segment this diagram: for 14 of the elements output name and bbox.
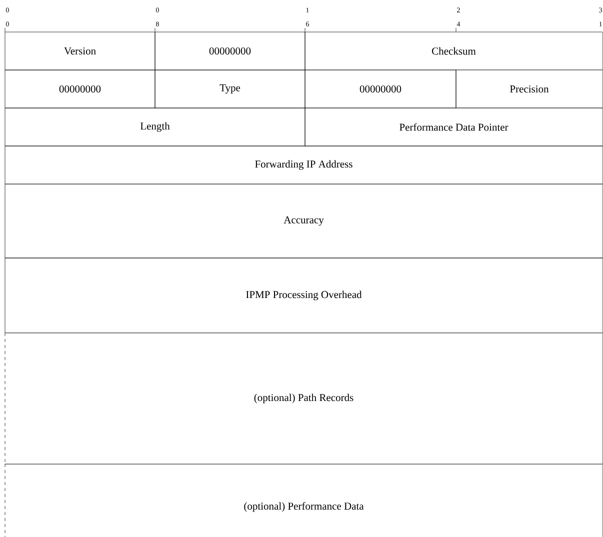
- field-box: 00000000: [154, 32, 306, 70]
- field-box: Checksum: [304, 32, 603, 70]
- field-box: IPMP Processing Overhead: [4, 258, 603, 334]
- field-box: 00000000: [304, 70, 456, 108]
- field-box: (optional) Path Records: [4, 332, 603, 464]
- field-box: Performance Data Pointer: [304, 108, 603, 146]
- field-box: Precision: [456, 70, 603, 108]
- field-box: Length: [4, 108, 306, 146]
- field-box: Type: [154, 70, 306, 108]
- field-box: Version: [4, 32, 156, 70]
- field-box: 00000000: [4, 70, 156, 108]
- field-box: Accuracy: [4, 184, 603, 258]
- field-box: Forwarding IP Address: [4, 146, 603, 184]
- field-box: (optional) Performance Data: [4, 464, 603, 537]
